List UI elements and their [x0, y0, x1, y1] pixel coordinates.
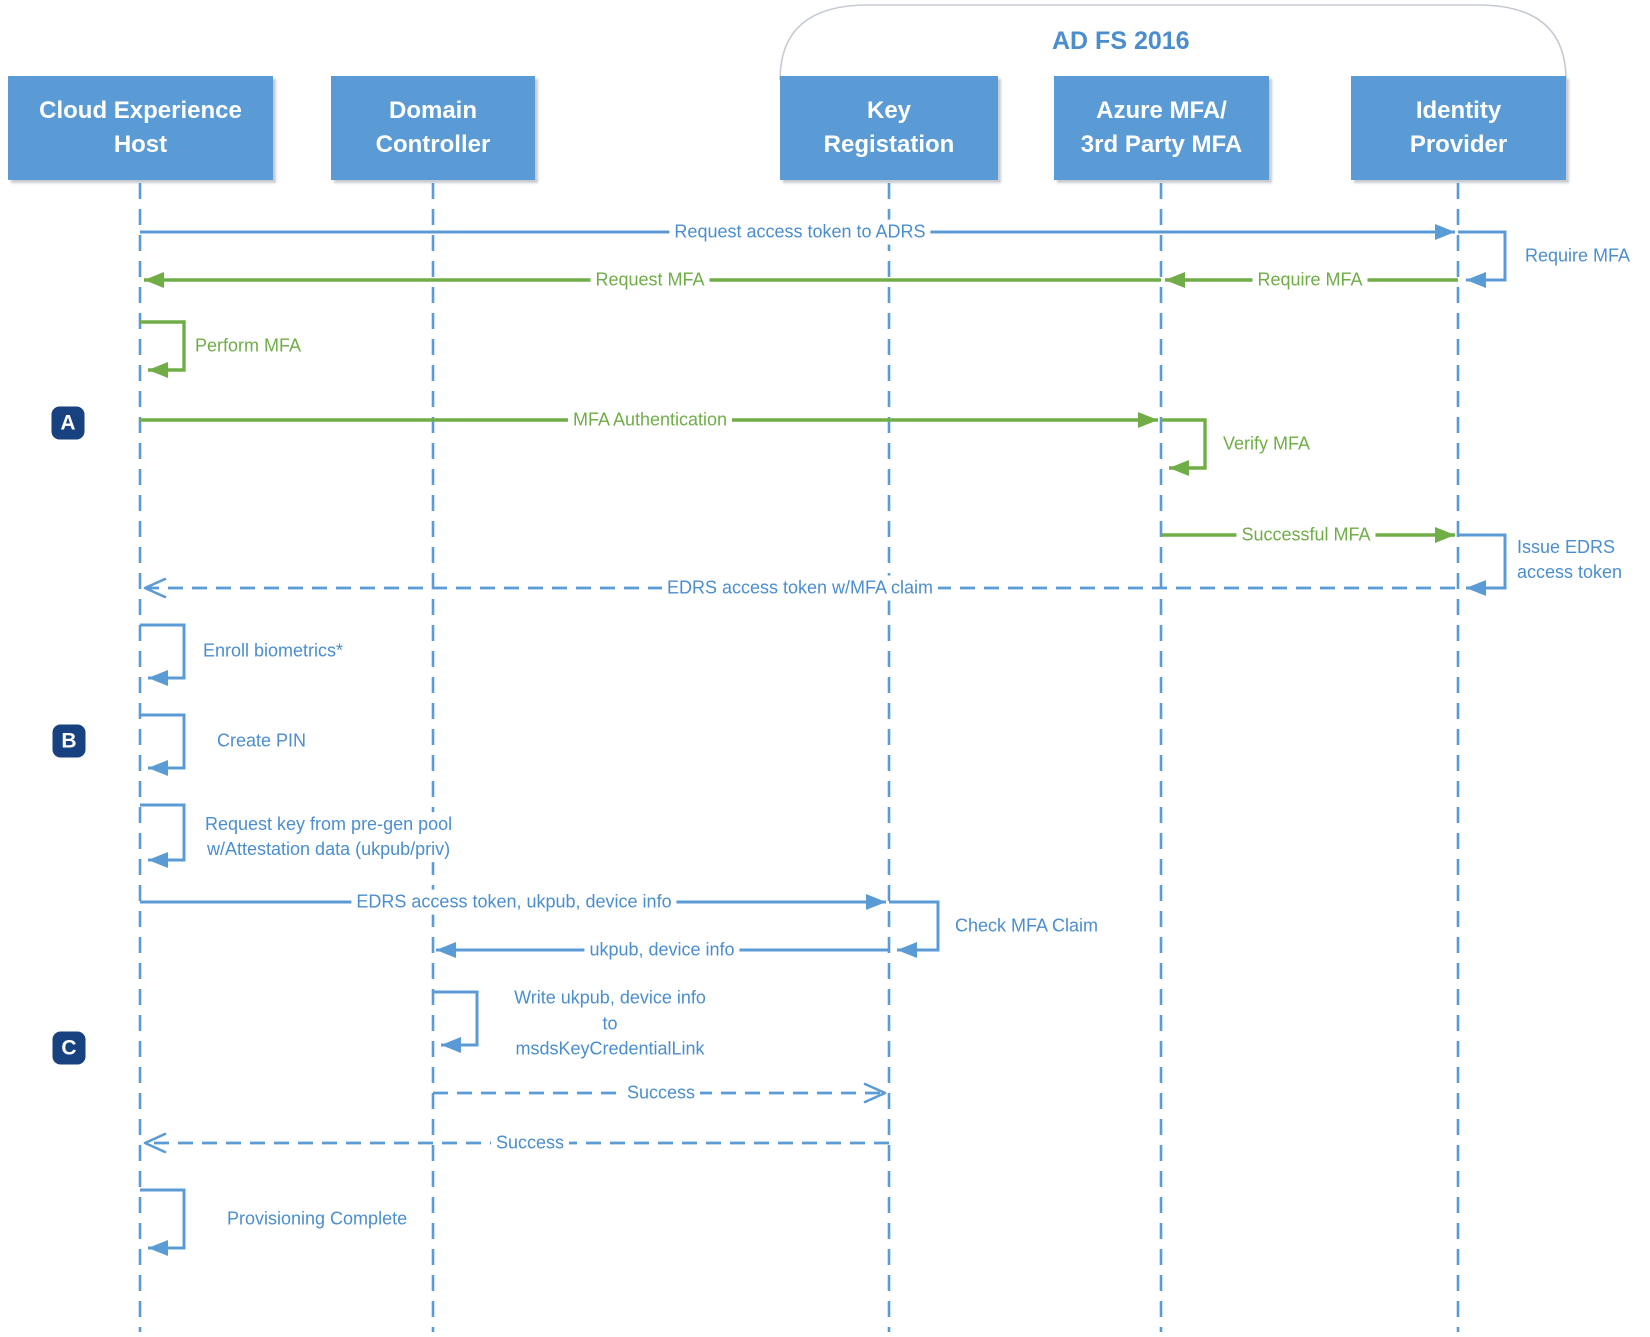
label-require-mfa: Require MFA — [1252, 267, 1368, 293]
step-badge-c: C — [52, 1031, 86, 1065]
label-create-pin: Create PIN — [212, 728, 312, 754]
label-enroll-biometrics: Enroll biometrics* — [198, 638, 349, 664]
label-request-key: Request key from pre-gen pool w/Attestat… — [200, 812, 458, 862]
selfloop-verify-mfa — [1161, 418, 1207, 476]
actor-domain-controller: Domain Controller — [331, 76, 535, 180]
selfloop-enroll-biometrics — [140, 623, 186, 686]
selfloop-issue-edrs-token — [1458, 533, 1507, 596]
label-provisioning-complete: Provisioning Complete — [222, 1206, 413, 1232]
label-edrs-token-ukpub: EDRS access token, ukpub, device info — [351, 889, 677, 915]
selfloop-request-key — [140, 803, 186, 868]
actor-key-registration: Key Registation — [780, 76, 998, 180]
label-edrs-token-claim: EDRS access token w/MFA claim — [661, 575, 939, 601]
step-badge-b: B — [52, 724, 86, 758]
label-check-mfa-claim: Check MFA Claim — [950, 913, 1104, 939]
selfloop-create-pin — [140, 713, 186, 776]
label-require-mfa-note: Require MFA — [1520, 243, 1636, 269]
label-perform-mfa: Perform MFA — [190, 333, 307, 359]
selfloop-check-mfa-claim — [889, 900, 940, 958]
label-write-ukpub: Write ukpub, device info to msdsKeyCrede… — [509, 985, 711, 1063]
label-mfa-authentication: MFA Authentication — [567, 407, 733, 433]
adfs-group-bracket — [779, 4, 1567, 81]
actor-azure-mfa: Azure MFA/ 3rd Party MFA — [1054, 76, 1269, 180]
label-success-dc-kr: Success — [621, 1080, 701, 1106]
label-issue-edrs-note: Issue EDRS access token — [1512, 535, 1628, 585]
selfloop-write-ukpub — [433, 990, 479, 1053]
label-verify-mfa: Verify MFA — [1218, 431, 1316, 457]
label-request-mfa: Request MFA — [590, 267, 710, 293]
label-request-access-token: Request access token to ADRS — [669, 219, 931, 245]
adfs-group-label: AD FS 2016 — [1052, 27, 1190, 55]
actor-identity-provider: Identity Provider — [1351, 76, 1566, 180]
selfloop-perform-mfa — [140, 320, 186, 378]
label-ukpub-device-info: ukpub, device info — [584, 937, 740, 963]
label-successful-mfa: Successful MFA — [1236, 522, 1376, 548]
step-badge-a: A — [51, 406, 85, 440]
selfloop-provisioning-complete — [140, 1188, 186, 1256]
label-success-kr-ceh: Success — [490, 1130, 570, 1156]
actor-cloud-experience-host: Cloud Experience Host — [8, 76, 273, 180]
selfloop-require-mfa-idp — [1458, 230, 1507, 288]
